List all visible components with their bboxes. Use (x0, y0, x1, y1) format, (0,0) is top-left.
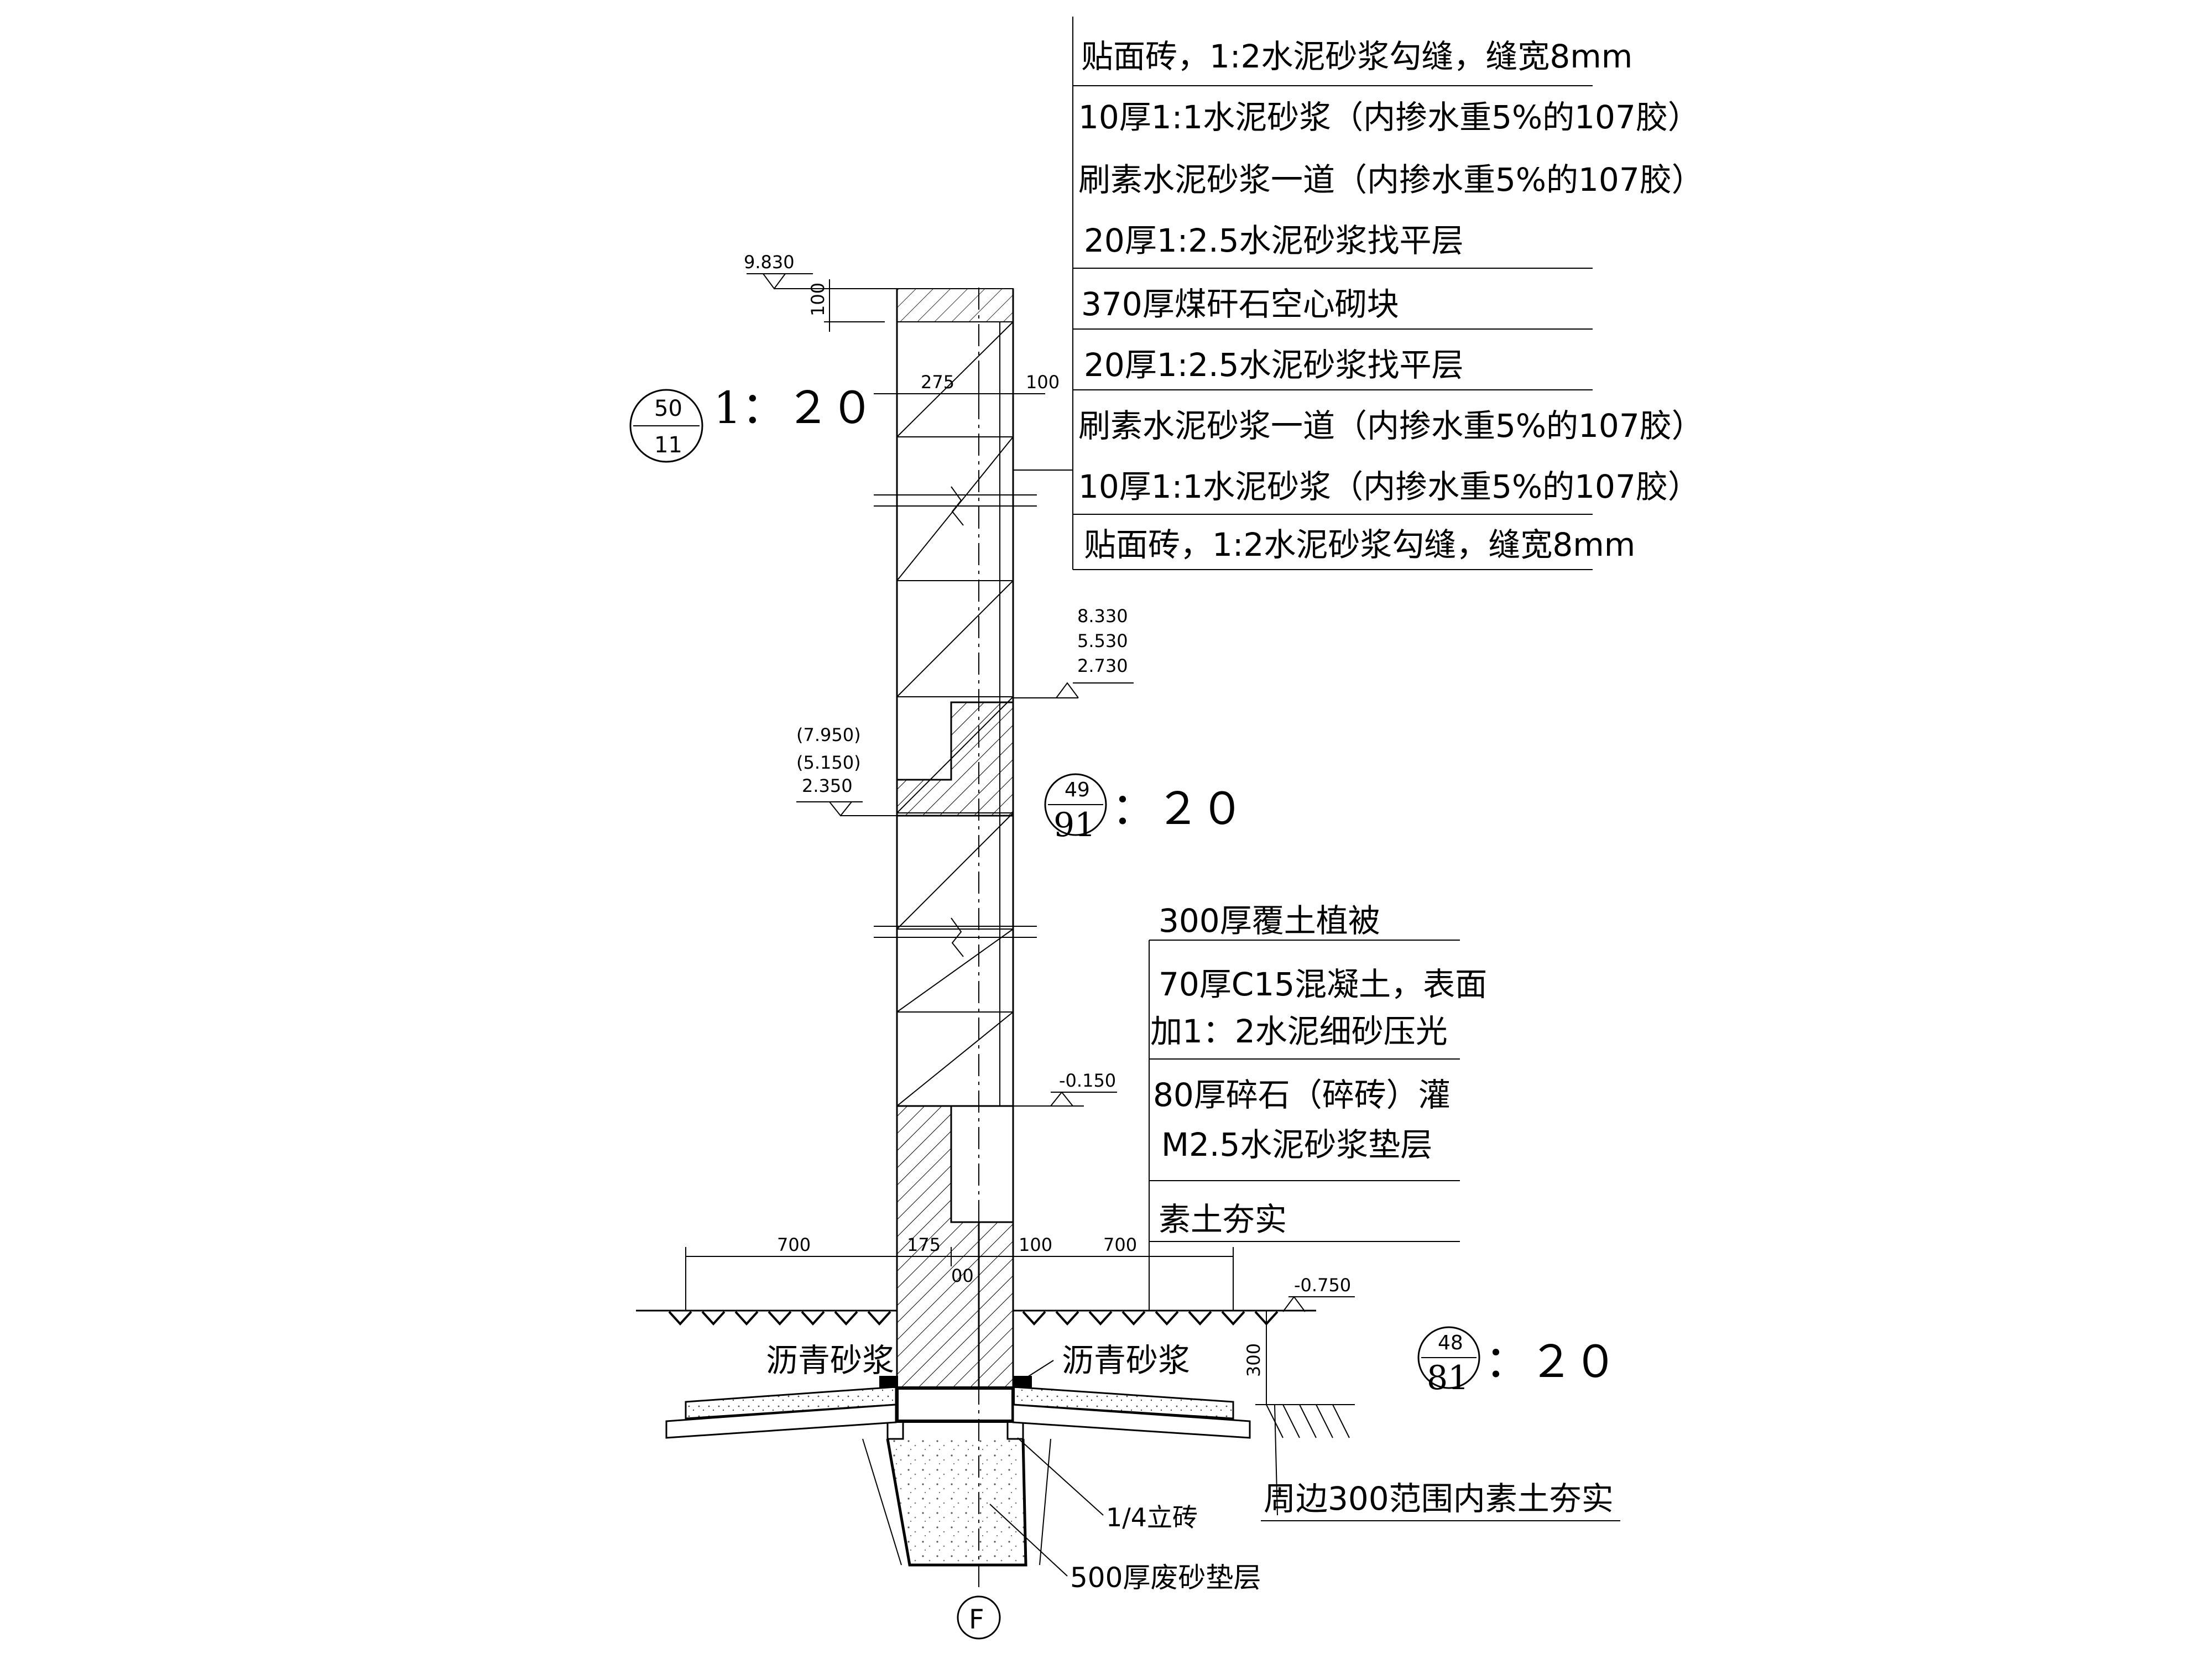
wall-note-table: 贴面砖，1:2水泥砂浆勾缝，缝宽8mm 10厚1:1水泥砂浆（内掺水重5%的10… (1013, 17, 1704, 570)
ground-note-5: M2.5水泥砂浆垫层 (1161, 1126, 1432, 1164)
wall-note-6: 20厚1:2.5水泥砂浆找平层 (1084, 346, 1464, 384)
label-brick: 1/4立砖 (1106, 1503, 1198, 1532)
elev-minus-150: -0.150 (1059, 1070, 1116, 1091)
break-symbol-upper (874, 486, 1037, 526)
elev-2730: 2.730 (1077, 655, 1128, 676)
scale-3-num: 48 (1438, 1332, 1463, 1354)
scale-1-den: 11 (654, 432, 682, 458)
axis-bubble (957, 1595, 1001, 1640)
wall-note-5: 370厚煤矸石空心砌块 (1081, 285, 1399, 323)
label-asphalt-left: 沥青砂浆 (766, 1342, 894, 1379)
scale-2-text: ：２０ (1112, 783, 1244, 834)
scale-3-den: 81 (1427, 1359, 1469, 1397)
dim-100-base: 100 (1019, 1234, 1052, 1255)
ground-note-2: 70厚C15混凝土，表面 (1159, 966, 1487, 1003)
elev-5530: 5.530 (1077, 630, 1128, 651)
label-sand: 500厚废砂垫层 (1070, 1562, 1261, 1594)
scale-1-text: 1：２０ (713, 382, 874, 434)
elev-9830: 9.830 (744, 252, 795, 273)
scale-2-num: 49 (1065, 779, 1090, 801)
ground-note-6: 素土夯实 (1159, 1201, 1287, 1238)
wall-note-8: 10厚1:1水泥砂浆（内掺水重5%的107胶） (1078, 468, 1700, 505)
label-asphalt-right: 沥青砂浆 (1062, 1342, 1190, 1379)
scale-callout-2: 49 91 ：２０ (1044, 773, 1244, 844)
dim-700-left: 700 (777, 1234, 811, 1255)
wall-note-7: 刷素水泥砂浆一道（内掺水重5%的107胶） (1078, 407, 1704, 445)
dim-175: 175 (907, 1234, 941, 1255)
dim-300: 300 (1243, 1343, 1264, 1377)
scale-callout-1: 50 11 1：２０ (629, 382, 874, 463)
foundation (636, 1105, 1355, 1567)
scale-1-num: 50 (654, 396, 682, 421)
scale-3-text: ：２０ (1485, 1336, 1618, 1387)
wall-note-3: 刷素水泥砂浆一道（内掺水重5%的107胶） (1078, 161, 1704, 199)
elev-8330: 8.330 (1077, 606, 1128, 627)
elev-5150: (5.150) (796, 752, 861, 773)
ground-note-table: 300厚覆土植被 70厚C15混凝土，表面 加1：2水泥细砂压光 80厚碎石（碎… (1149, 902, 1487, 1311)
ground-note-1: 300厚覆土植被 (1159, 902, 1380, 940)
break-symbol-lower (874, 917, 1037, 957)
ground-note-3: 加1：2水泥细砂压光 (1150, 1013, 1448, 1050)
wall-note-1: 贴面砖，1:2水泥砂浆勾缝，缝宽8mm (1081, 38, 1632, 75)
label-compact: 周边300范围内素土夯实 (1264, 1480, 1614, 1517)
dim-275: 275 (921, 372, 954, 393)
axis-label: F (969, 1604, 984, 1635)
dim-100-top: 100 (807, 283, 828, 316)
dim-100-right: 100 (1026, 372, 1060, 393)
dim-700-right: 700 (1103, 1234, 1137, 1255)
elev-2350: 2.350 (802, 775, 853, 796)
dim-00: 00 (951, 1265, 974, 1286)
wall-note-9: 贴面砖，1:2水泥砂浆勾缝，缝宽8mm (1084, 526, 1635, 564)
ground-note-4: 80厚碎石（碎砖）灌 (1153, 1076, 1451, 1114)
wall-note-4: 20厚1:2.5水泥砂浆找平层 (1084, 222, 1464, 259)
elevation-marks: 9.830 8.330 5.530 2.730 (7.950) (5.150) … (744, 252, 1355, 1312)
elev-7950: (7.950) (796, 724, 861, 745)
scale-2-den: 91 (1053, 806, 1095, 844)
foundation-labels: 沥青砂浆 沥青砂浆 1/4立砖 500厚废砂垫层 周边300范围内素土夯实 F (766, 1342, 1620, 1640)
elev-minus-750: -0.750 (1294, 1275, 1351, 1296)
scale-callout-3: 48 81 ：２０ (1417, 1326, 1618, 1397)
wall-note-2: 10厚1:1水泥砂浆（内掺水重5%的107胶） (1078, 98, 1700, 136)
